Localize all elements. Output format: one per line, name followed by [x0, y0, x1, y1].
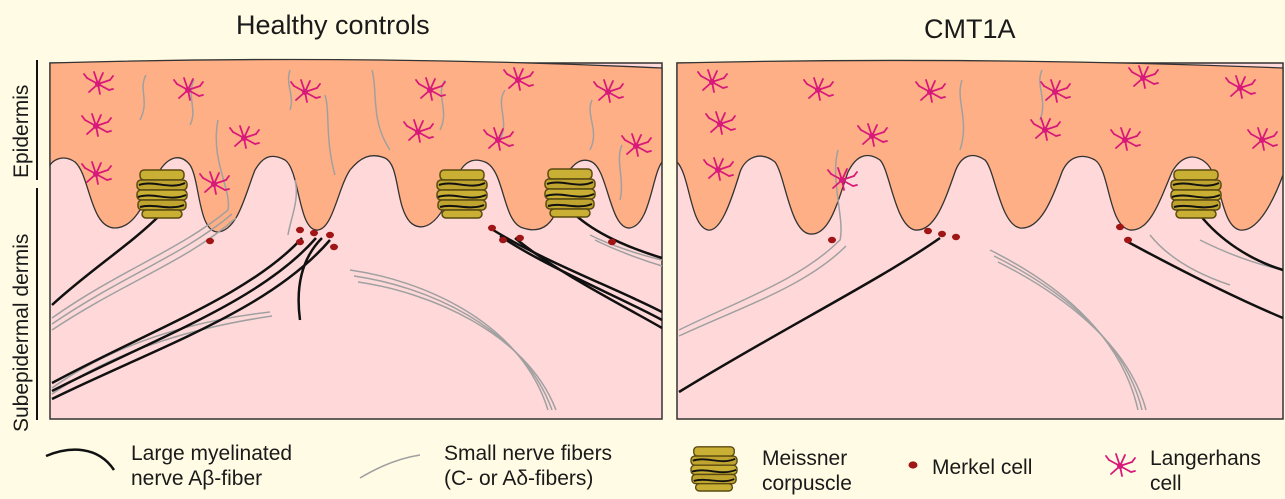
panel-healthy: [50, 59, 662, 419]
meissner-corpuscle: [545, 169, 595, 217]
meissner-corpuscle: [437, 170, 487, 218]
meissner-corpuscle: [137, 170, 187, 218]
legend-merkel-label: Merkel cell: [932, 455, 1032, 480]
legend-langerhans-icon: [1106, 454, 1135, 476]
legend-small-fiber-label: Small nerve fibers(C- or Aδ-fibers): [444, 441, 612, 491]
legend-merkel-icon: [909, 461, 918, 468]
legend-meissner-icon: [691, 447, 737, 491]
legend-large-fiber-line: [46, 450, 114, 470]
legend-small-fiber-line: [360, 455, 420, 478]
panel-cmt1a: [677, 60, 1283, 419]
meissner-corpuscle: [1171, 170, 1221, 218]
